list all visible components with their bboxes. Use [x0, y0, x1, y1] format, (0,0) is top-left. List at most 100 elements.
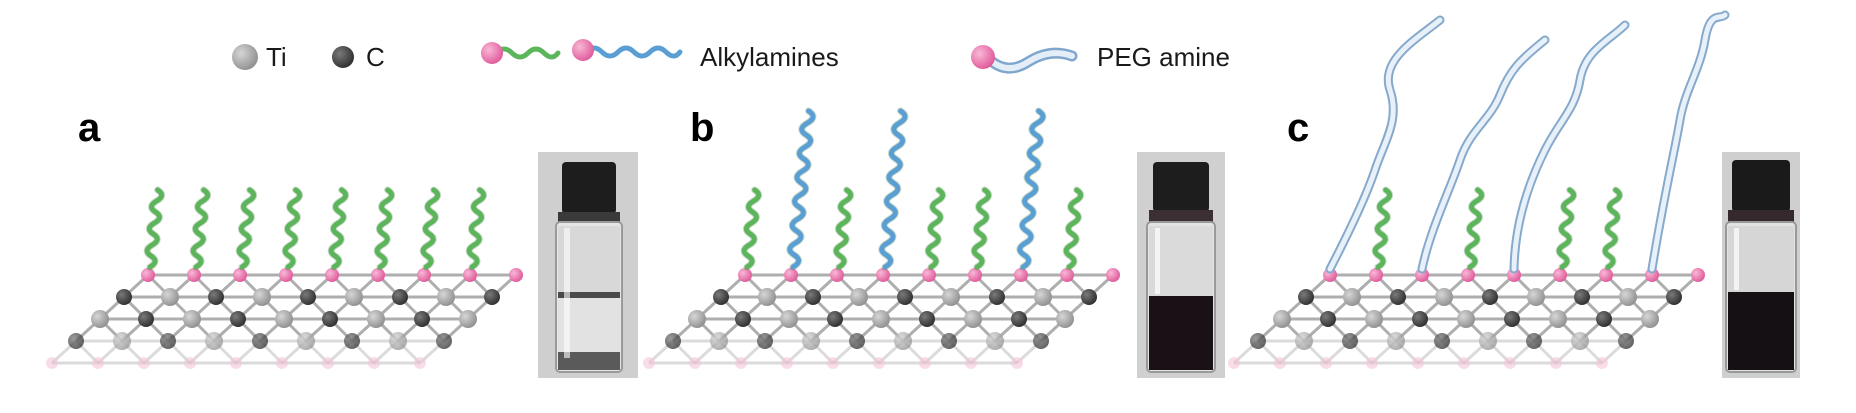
c-atom	[1011, 311, 1027, 327]
legend-alkylamines-label: Alkylamines	[700, 42, 839, 72]
c-atom	[344, 333, 360, 349]
ti-atom	[297, 332, 315, 350]
amine-site	[509, 268, 523, 282]
short-alkylamine-chain	[374, 187, 395, 270]
ti-atom	[1034, 288, 1052, 306]
amine-site	[138, 357, 150, 369]
amine-site	[1504, 357, 1516, 369]
c-atom	[1298, 289, 1314, 305]
amine-site	[876, 268, 890, 282]
c-atom	[1320, 311, 1336, 327]
peg-amine-icon	[971, 45, 1078, 74]
c-atom	[735, 311, 751, 327]
ti-atom	[1365, 310, 1383, 328]
amine-site	[1461, 268, 1475, 282]
amine-site	[368, 357, 380, 369]
ti-atom	[1479, 332, 1497, 350]
c-atom	[941, 333, 957, 349]
amine-site	[781, 357, 793, 369]
c-atom	[805, 289, 821, 305]
ti-atom	[437, 288, 455, 306]
c-atom	[1666, 289, 1682, 305]
amine-site	[187, 268, 201, 282]
amine-site	[92, 357, 104, 369]
legend-ti-label: Ti	[266, 42, 287, 72]
amine-site	[417, 268, 431, 282]
amine-site	[1274, 357, 1286, 369]
c-atom	[713, 289, 729, 305]
amine-site	[1550, 357, 1562, 369]
short-alkylamine-chain	[328, 187, 349, 270]
c-atom	[1596, 311, 1612, 327]
amine-site	[1599, 268, 1613, 282]
amine-site	[463, 268, 477, 282]
c-atom	[160, 333, 176, 349]
short-alkylamine-chain	[1372, 187, 1393, 270]
amine-site	[1596, 357, 1608, 369]
c-atom	[665, 333, 681, 349]
c-atom	[322, 311, 338, 327]
ti-atom	[275, 310, 293, 328]
ti-atom	[894, 332, 912, 350]
ti-atom	[459, 310, 477, 328]
amine-site	[141, 268, 155, 282]
ti-atom	[1549, 310, 1567, 328]
ti-atom	[688, 310, 706, 328]
amine-site	[184, 357, 196, 369]
c-atom	[230, 311, 246, 327]
amine-site	[322, 357, 334, 369]
ti-atom	[367, 310, 385, 328]
short-alkylamine-icon	[481, 42, 561, 64]
long-alkylamine-icon	[572, 39, 683, 61]
ti-atom	[1056, 310, 1074, 328]
lattice-b	[643, 268, 1120, 369]
amine-site	[922, 268, 936, 282]
c-atom	[1033, 333, 1049, 349]
ti-atom	[1295, 332, 1313, 350]
short-alkylamine-chain	[1556, 187, 1577, 270]
legend-glyphs	[232, 39, 1078, 74]
amine-site	[1014, 268, 1028, 282]
vial-photo-b	[1137, 152, 1225, 378]
amine-site	[965, 357, 977, 369]
amine-site	[1228, 357, 1240, 369]
short-alkylamine-chain	[190, 187, 211, 270]
ti-atom	[1641, 310, 1659, 328]
ti-atom	[1619, 288, 1637, 306]
short-alkylamine-chain	[420, 187, 441, 270]
amine-site	[233, 268, 247, 282]
c-atom	[827, 311, 843, 327]
amine-site	[1060, 268, 1074, 282]
short-alkylamine-chain	[833, 187, 854, 270]
ti-atom	[1571, 332, 1589, 350]
short-alkylamine-chain	[282, 187, 303, 270]
long-alkylamine-chain	[1017, 108, 1046, 270]
amine-site	[784, 268, 798, 282]
amine-site	[735, 357, 747, 369]
ti-atom	[253, 288, 271, 306]
c-atom	[1390, 289, 1406, 305]
amine-site	[689, 357, 701, 369]
c-atom	[68, 333, 84, 349]
amine-site	[1412, 357, 1424, 369]
ti-atom	[205, 332, 223, 350]
ti-atom	[710, 332, 728, 350]
short-alkylamine-chain	[1602, 187, 1623, 270]
c-atom	[252, 333, 268, 349]
c-atom	[208, 289, 224, 305]
legend-peg-label: PEG amine	[1097, 42, 1230, 72]
short-alkylamine-chain	[466, 187, 487, 270]
c-atom	[989, 289, 1005, 305]
ti-atom	[964, 310, 982, 328]
ti-atom	[942, 288, 960, 306]
amine-site	[873, 357, 885, 369]
short-alkylamine-chain	[925, 187, 946, 270]
long-alkylamine-chain	[787, 108, 816, 270]
amine-site	[1458, 357, 1470, 369]
chains-c	[1325, 10, 1730, 274]
vial-photo-a	[538, 152, 638, 378]
long-alkylamine-chain	[879, 108, 908, 270]
ti-atom	[1435, 288, 1453, 306]
ti-atom	[1343, 288, 1361, 306]
